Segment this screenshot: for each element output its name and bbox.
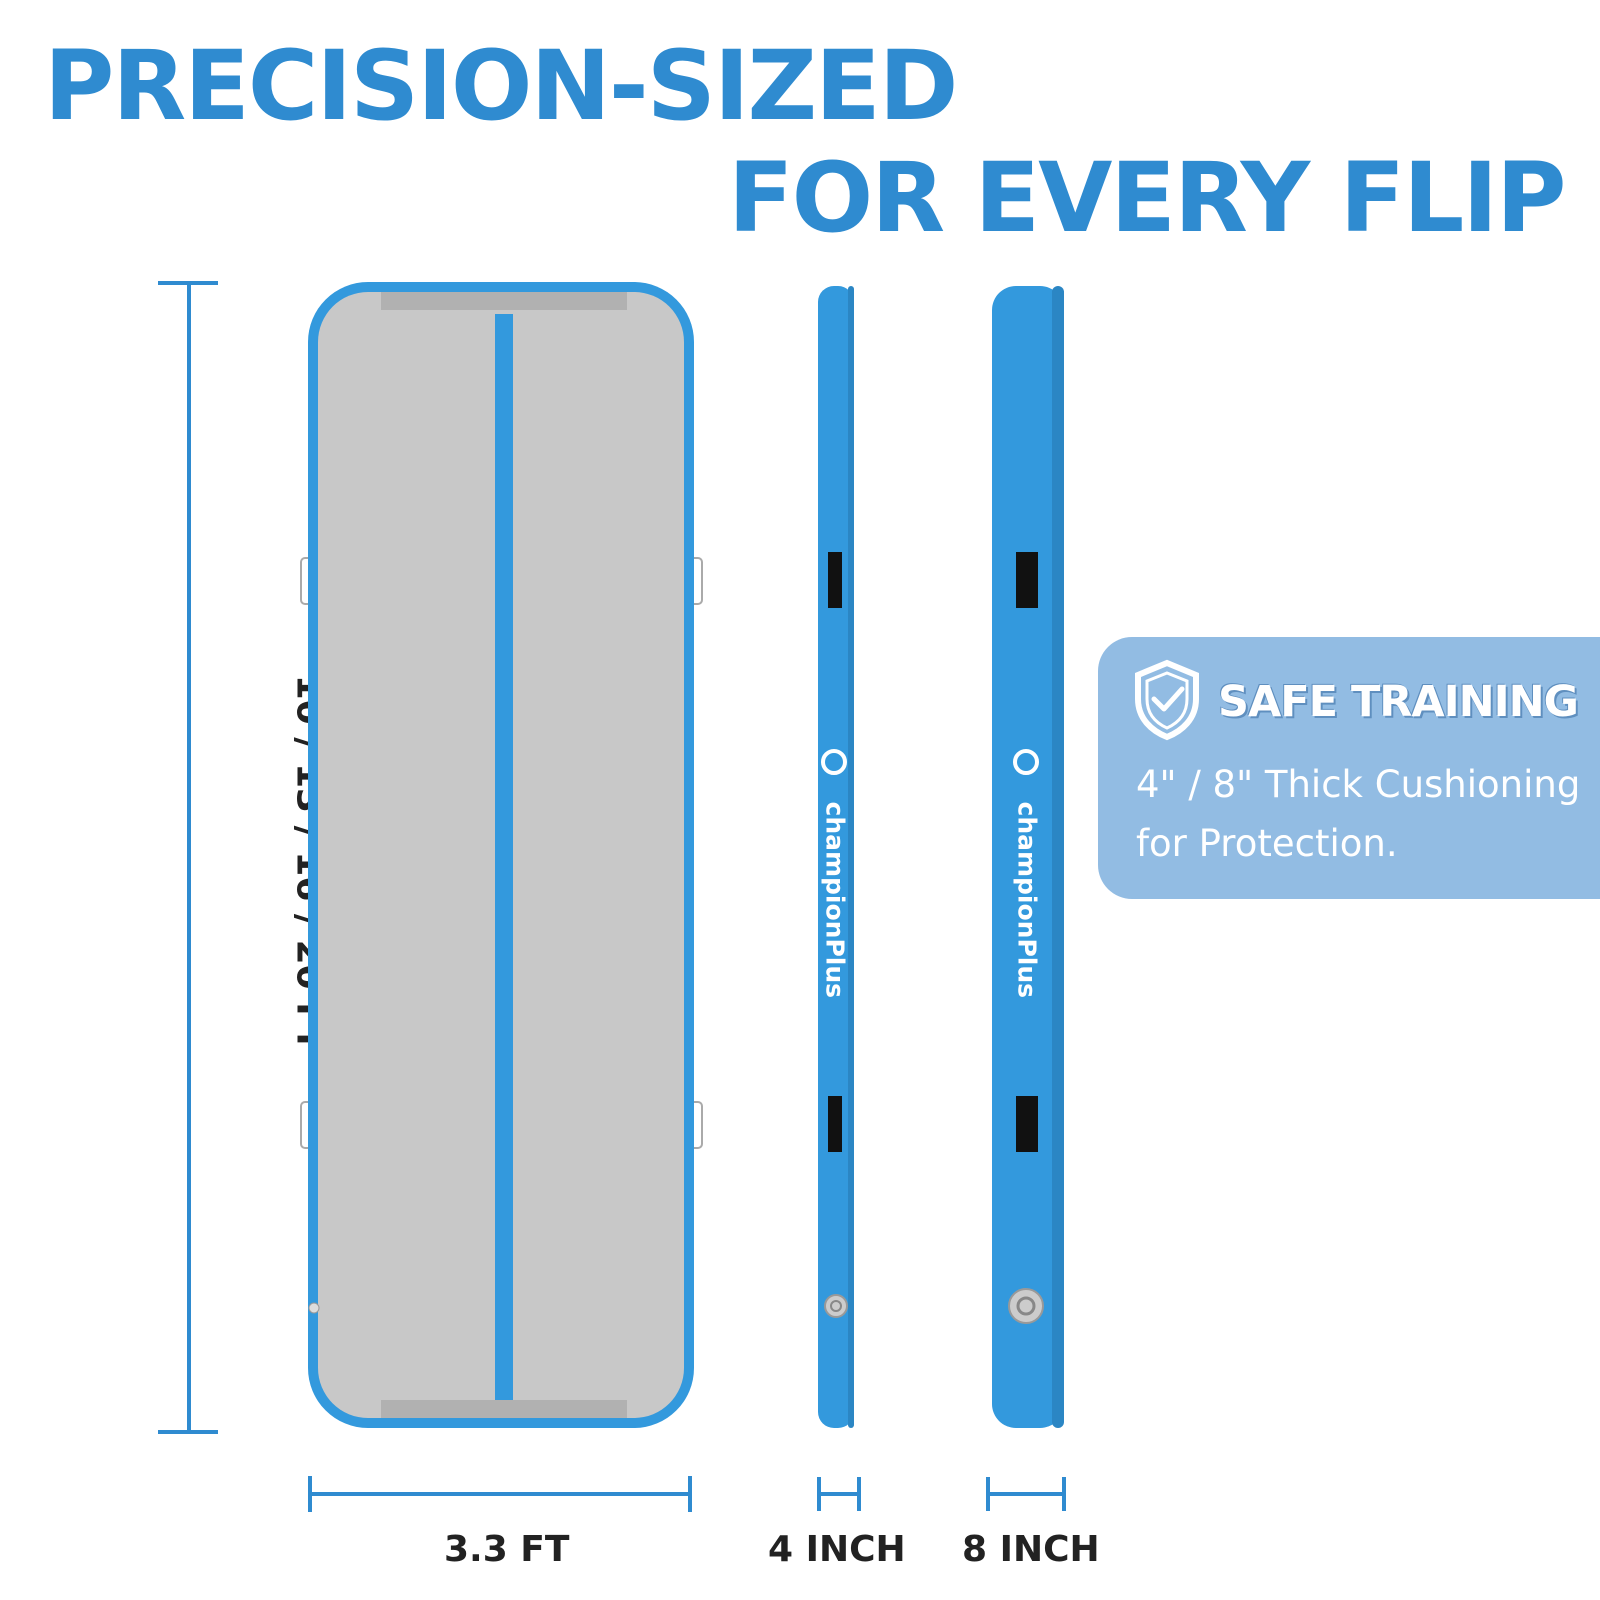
mat-top-view <box>300 282 703 1428</box>
width-label: 3.3 FT <box>444 1529 570 1570</box>
badge-description: 4" / 8" Thick Cushioning for Protection. <box>1136 755 1600 873</box>
mat-side-view-4-inch <box>818 286 854 1428</box>
brand-logo-text-thin: championPlus <box>820 801 850 999</box>
mat-side-view-8-inch <box>992 286 1064 1428</box>
badge-title: SAFE TRAINING <box>1218 677 1579 727</box>
brand-logo-text-thick: championPlus <box>1012 801 1042 999</box>
thickness-4-inch-label: 4 INCH <box>768 1529 906 1570</box>
badge-text-line-2: for Protection. <box>1136 822 1398 865</box>
headline-line-2: FOR EVERY FLIP <box>728 142 1566 254</box>
thickness-8-inch-label: 8 INCH <box>962 1529 1100 1570</box>
badge-text-line-1: 4" / 8" Thick Cushioning <box>1136 763 1581 806</box>
safe-training-badge: SAFE TRAINING 4" / 8" Thick Cushioning f… <box>1098 637 1600 899</box>
shield-check-icon <box>1135 659 1199 741</box>
headline-line-1: PRECISION-SIZED <box>44 30 958 142</box>
